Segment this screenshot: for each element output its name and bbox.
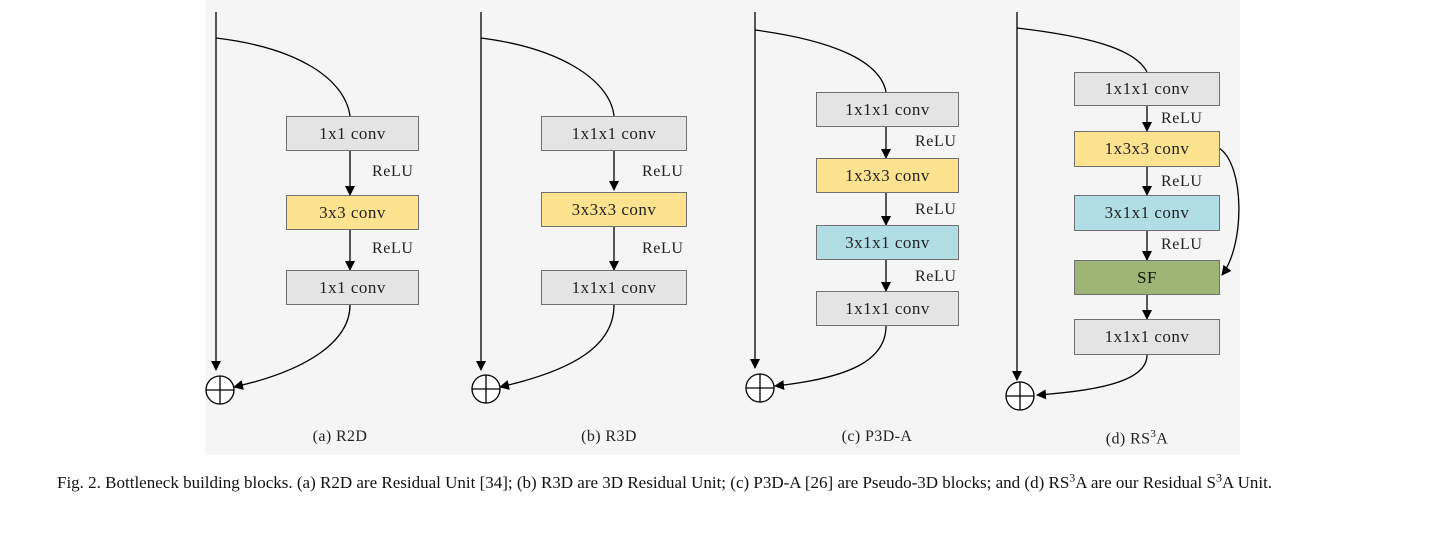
relu-label-d2: ReLU [1161, 173, 1203, 190]
figure-caption: Fig. 2. Bottleneck building blocks. (a) … [57, 471, 1377, 492]
block-d-3: 3x1x1 conv [1074, 195, 1220, 231]
relu-label-d3: ReLU [1161, 236, 1203, 253]
block-d-1: 1x1x1 conv [1074, 72, 1220, 106]
block-c-4: 1x1x1 conv [816, 291, 959, 326]
output-curve-d [1036, 354, 1148, 400]
caption-part1: Fig. 2. Bottleneck building blocks. (a) … [57, 473, 1070, 492]
block-b-3: 1x1x1 conv [541, 270, 687, 305]
block-b-1: 1x1x1 conv [541, 116, 687, 151]
relu-label-c3: ReLU [915, 268, 957, 285]
subcaption-a: (a) R2D [312, 428, 368, 445]
block-c-2: 1x3x3 conv [816, 158, 959, 193]
relu-label-b1: ReLU [642, 163, 684, 180]
input-curve-b [480, 37, 615, 117]
block-c-3: 3x1x1 conv [816, 225, 959, 260]
subcaption-d-sup: 3 [1150, 428, 1157, 440]
output-curve-a [233, 304, 351, 390]
caption-part2: A are our Residual S [1075, 473, 1216, 492]
subcaption-d-prefix: (d) RS [1105, 430, 1151, 448]
caption-part3: A Unit. [1221, 473, 1273, 492]
bypass-arrow-d [1218, 147, 1240, 276]
subcaption-c: (c) P3D-A [841, 428, 913, 445]
block-b-2: 3x3x3 conv [541, 192, 687, 227]
relu-label-c2: ReLU [915, 201, 957, 218]
block-a-1: 1x1 conv [286, 116, 419, 151]
subcaption-b: (b) R3D [581, 428, 637, 445]
block-a-2: 3x3 conv [286, 195, 419, 230]
relu-label-a2: ReLU [372, 240, 414, 257]
relu-label-c1: ReLU [915, 133, 957, 150]
block-d-2: 1x3x3 conv [1074, 131, 1220, 167]
relu-label-a1: ReLU [372, 163, 414, 180]
input-curve-a [215, 37, 351, 117]
relu-label-b2: ReLU [642, 240, 684, 257]
block-d-5: 1x1x1 conv [1074, 319, 1220, 355]
subcaption-d-suffix: A [1156, 430, 1169, 448]
block-a-3: 1x1 conv [286, 270, 419, 305]
block-c-1: 1x1x1 conv [816, 92, 959, 127]
output-curve-b [499, 304, 615, 390]
output-curve-c [774, 325, 887, 391]
caption-sup1: 3 [1069, 470, 1076, 485]
input-curve-c [754, 29, 887, 93]
input-curve-d [1016, 27, 1148, 73]
relu-label-d1: ReLU [1161, 110, 1203, 127]
caption-sup2: 3 [1215, 470, 1222, 485]
block-d-4-sf: SF [1074, 260, 1220, 295]
subcaption-d: (d) RS3A [1106, 428, 1169, 448]
